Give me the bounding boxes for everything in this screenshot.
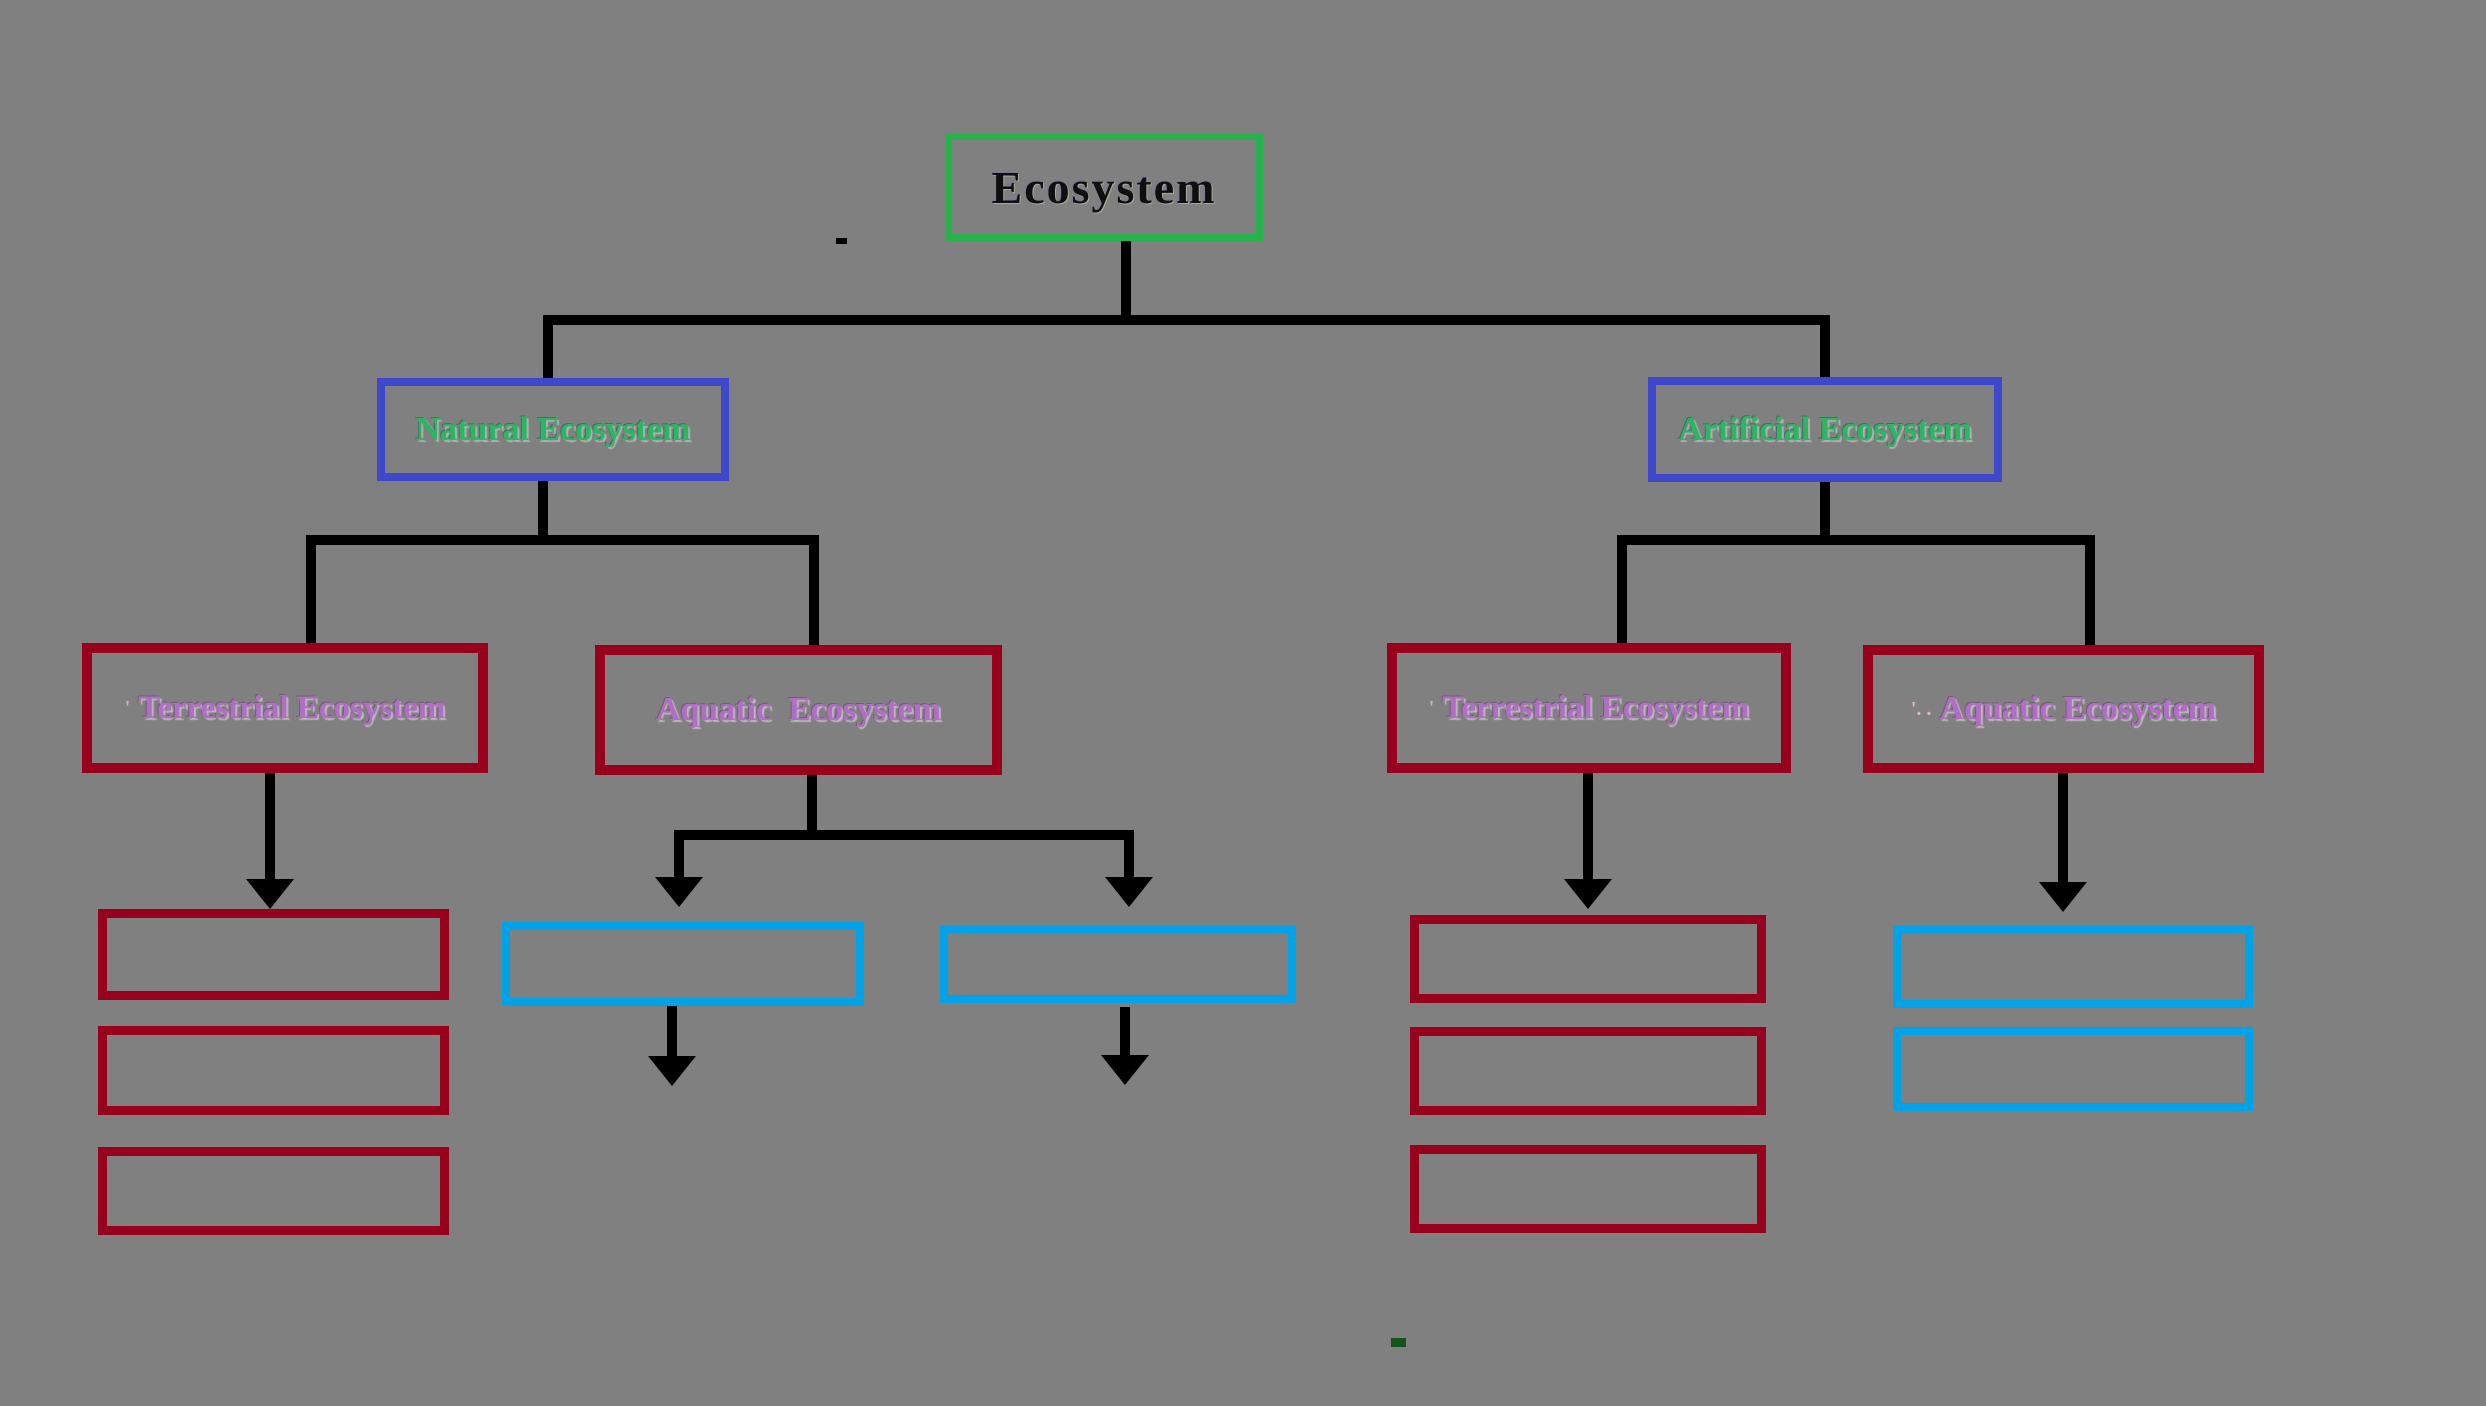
- node-aquatic-ecosystem-natural: Aquatic Ecosystem: [595, 645, 1002, 775]
- arrow-shaft: [674, 830, 684, 877]
- empty-box: [98, 1147, 449, 1235]
- arrow-down-icon: [246, 879, 294, 909]
- arrow-down-icon: [648, 1056, 696, 1086]
- node-terrestrial-ecosystem-natural: ' Terrestrial Ecosystem: [82, 643, 488, 773]
- arrow-down-icon: [1101, 1055, 1149, 1085]
- connector-line: [306, 535, 819, 545]
- stray-mark-black-dash: [836, 238, 847, 244]
- node-artificial-ecosystem-label: Artificial Ecosystem: [1678, 410, 1972, 448]
- empty-box: [502, 922, 864, 1006]
- arrow-shaft: [1124, 830, 1134, 877]
- empty-box: [1893, 925, 2253, 1008]
- empty-box: [1410, 915, 1766, 1003]
- empty-box: [1410, 1027, 1766, 1115]
- arrow-shaft: [1120, 1007, 1130, 1057]
- empty-box: [1893, 1027, 2253, 1111]
- stray-text-mark: '. .: [1910, 697, 1932, 720]
- arrow-shaft: [2058, 772, 2068, 882]
- connector-line: [2085, 535, 2095, 647]
- connector-line: [674, 830, 1134, 840]
- connector-line: [543, 315, 1830, 325]
- node-terrestrial-natural-label: Terrestrial Ecosystem: [138, 689, 446, 726]
- connector-line: [1820, 315, 1830, 381]
- node-artificial-ecosystem: Artificial Ecosystem: [1648, 377, 2002, 482]
- arrow-down-icon: [655, 877, 703, 907]
- node-terrestrial-artificial-label: Terrestrial Ecosystem: [1442, 689, 1750, 726]
- connector-line: [543, 315, 553, 381]
- connector-line: [1820, 482, 1830, 540]
- node-ecosystem-label: Ecosystem: [991, 161, 1217, 213]
- node-ecosystem: Ecosystem: [945, 133, 1263, 241]
- connector-line: [1617, 535, 1627, 645]
- connector-line: [306, 535, 316, 647]
- node-aquatic-artificial-label: Aquatic Ecosystem: [1939, 690, 2217, 727]
- empty-box: [940, 925, 1296, 1003]
- arrow-shaft: [1583, 772, 1593, 879]
- arrow-shaft: [265, 773, 275, 879]
- node-natural-ecosystem: Natural Ecosystem: [377, 378, 729, 481]
- connector-line: [538, 481, 548, 541]
- empty-box: [98, 1026, 449, 1115]
- node-terrestrial-ecosystem-artificial: ' Terrestrial Ecosystem: [1387, 643, 1791, 773]
- node-aquatic-ecosystem-artificial: '. . Aquatic Ecosystem: [1863, 645, 2264, 773]
- node-aquatic-natural-label: Aquatic Ecosystem: [655, 691, 942, 728]
- stray-text-mark: ': [1428, 696, 1435, 719]
- empty-box: [98, 909, 449, 1000]
- connector-line: [1121, 240, 1131, 320]
- connector-line: [809, 535, 819, 649]
- node-natural-ecosystem-label: Natural Ecosystem: [415, 410, 691, 448]
- stray-text-mark: ': [124, 696, 131, 719]
- arrow-down-icon: [1564, 879, 1612, 909]
- arrow-down-icon: [2039, 882, 2087, 912]
- arrow-shaft: [807, 775, 817, 835]
- empty-box: [1410, 1145, 1766, 1233]
- arrow-shaft: [667, 1006, 677, 1058]
- arrow-down-icon: [1105, 877, 1153, 907]
- connector-line: [1617, 535, 2095, 545]
- stray-mark-green-dash: [1391, 1338, 1406, 1347]
